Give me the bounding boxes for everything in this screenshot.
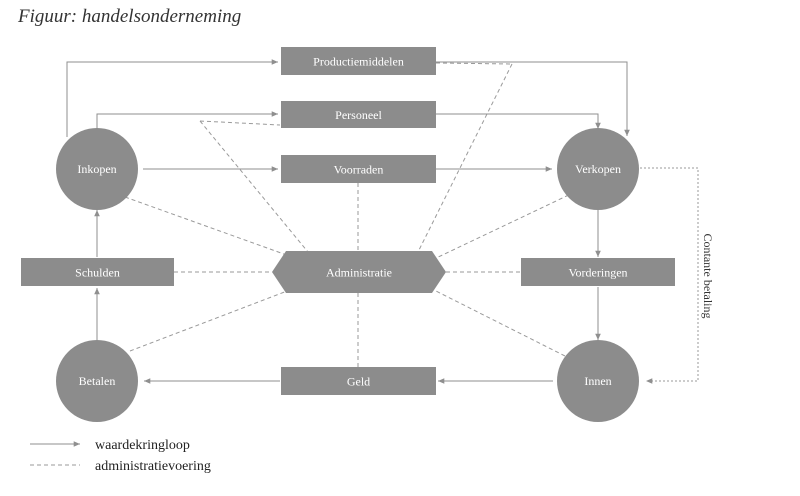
node-productiemiddelen-label: Productiemiddelen [313, 55, 404, 69]
node-voorraden: Voorraden [281, 155, 436, 183]
node-innen-label: Innen [584, 374, 611, 388]
legend: waardekringloop administratievoering [30, 438, 211, 474]
node-personeel-label: Personeel [335, 108, 382, 122]
node-voorraden-label: Voorraden [334, 163, 384, 177]
legend-waardekringloop-label: waardekringloop [95, 438, 190, 453]
node-verkopen-label: Verkopen [575, 162, 621, 176]
node-betalen-label: Betalen [79, 374, 116, 388]
admin-line-productie-diag [417, 63, 513, 253]
legend-administratievoering-label: administratievoering [95, 459, 211, 474]
node-innen: Innen [557, 340, 639, 422]
figure-title: Figuur: handelsonderneming [18, 6, 242, 27]
admin-line-innen [429, 287, 566, 357]
node-inkopen-label: Inkopen [77, 162, 116, 176]
node-vorderingen-label: Vorderingen [568, 266, 627, 280]
admin-line-productie-top [435, 62, 513, 65]
node-betalen: Betalen [56, 340, 138, 422]
admin-line-personeel-left [199, 120, 309, 253]
admin-line-personeel-top [199, 120, 281, 126]
node-administratie: Administratie [272, 251, 446, 293]
arrow-productiemiddelen-verkopen [436, 61, 630, 136]
admin-line-inkopen [124, 196, 296, 259]
node-geld: Geld [281, 367, 436, 395]
node-geld-label: Geld [347, 375, 370, 389]
admin-line-betalen [129, 287, 296, 352]
node-schulden: Schulden [21, 258, 174, 286]
node-productiemiddelen: Productiemiddelen [281, 47, 436, 75]
node-personeel: Personeel [281, 101, 436, 128]
node-inkopen: Inkopen [56, 128, 138, 210]
contante-betaling-label: Contante betaling [701, 234, 715, 319]
node-schulden-label: Schulden [75, 266, 120, 280]
node-administratie-label: Administratie [326, 266, 392, 280]
node-vorderingen: Vorderingen [521, 258, 675, 286]
contante-betaling-line [640, 167, 699, 384]
value-flow-lines [66, 59, 630, 384]
arrow-inkopen-productiemiddelen [66, 59, 278, 137]
node-verkopen: Verkopen [557, 128, 639, 210]
arrow-personeel-verkopen [436, 113, 601, 129]
arrow-inkopen-personeel [96, 111, 278, 132]
admin-lines [124, 62, 576, 367]
admin-line-verkopen [431, 191, 576, 261]
